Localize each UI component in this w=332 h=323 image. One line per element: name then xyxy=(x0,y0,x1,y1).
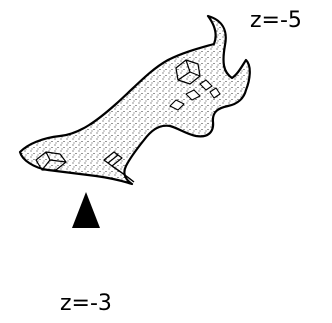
depth-label-top: z=-5 xyxy=(250,8,302,33)
depth-label-bottom: z=-3 xyxy=(60,291,112,316)
crystal-hexagon-left xyxy=(35,151,67,171)
crystal-diamond-bottom xyxy=(103,151,123,167)
crystal-diamond-mid xyxy=(169,99,185,111)
crystal-diamond-right-a xyxy=(199,79,213,91)
crystal-diamond-right-b xyxy=(185,89,201,101)
crystal-tail-line xyxy=(111,165,135,183)
crystal-diamond-right-c xyxy=(209,87,221,99)
triangle-marker-icon xyxy=(72,192,100,228)
crystal-hexagon-upper xyxy=(175,59,201,85)
stippled-rock-body xyxy=(18,14,251,186)
